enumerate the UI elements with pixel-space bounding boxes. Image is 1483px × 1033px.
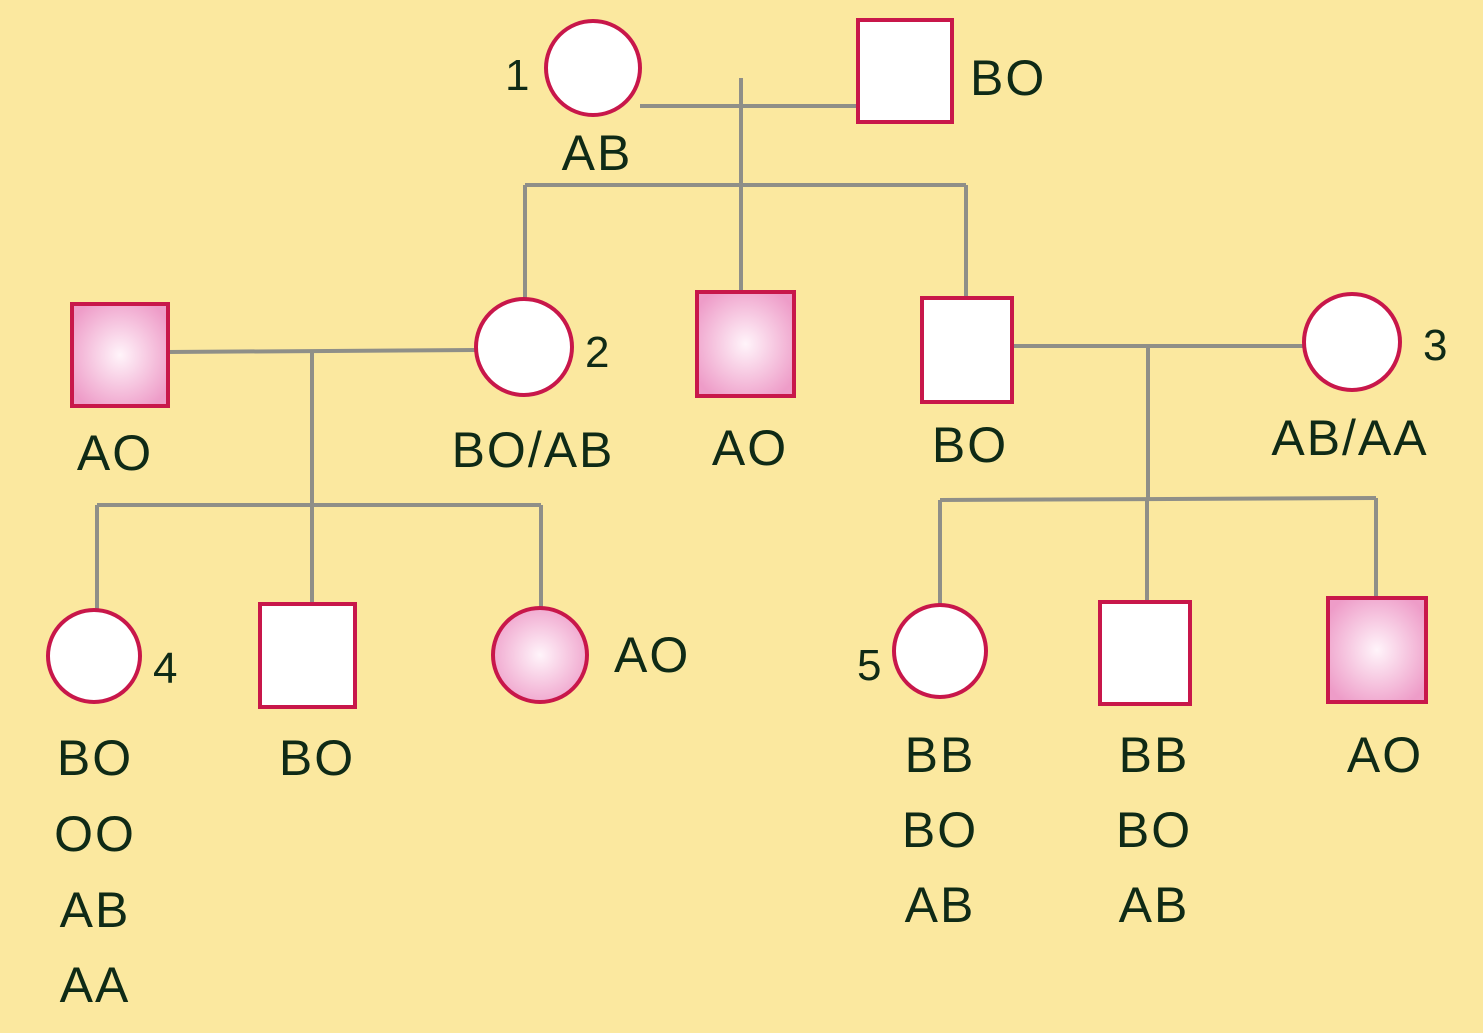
individual-number: 1 [505, 51, 531, 100]
genotype-label: BO [279, 730, 355, 786]
genotype-label: AA [60, 957, 131, 1013]
male-affected [1326, 596, 1428, 704]
male-unaffected [1098, 600, 1192, 706]
genotype-label: OO [54, 806, 136, 862]
female-unaffected-4 [46, 608, 142, 704]
genotype-label: BO/AB [452, 422, 615, 478]
genotype-label: AB [562, 125, 633, 181]
sibship-line-right [939, 496, 1377, 502]
genotype-label: AB/AA [1271, 410, 1428, 466]
male-affected [70, 302, 170, 408]
genotype-label: AO [77, 425, 153, 481]
female-affected [491, 606, 589, 704]
marriage-line-left [167, 348, 477, 354]
genotype-label: BO [1116, 802, 1192, 858]
female-unaffected-5 [892, 603, 988, 699]
genotype-label: AO [614, 627, 690, 683]
genotype-label: AO [1347, 727, 1423, 783]
genotype-label: BO [932, 417, 1008, 473]
male-unaffected-gen1 [856, 18, 954, 124]
genotype-label: AB [905, 877, 976, 933]
genotype-label: BO [902, 802, 978, 858]
genotype-label: BB [905, 727, 976, 783]
female-unaffected-3 [1302, 292, 1402, 392]
genotype-label: BB [1119, 727, 1190, 783]
genotype-label: BO [970, 50, 1046, 106]
female-unaffected-2 [474, 297, 574, 397]
connector-lines [95, 78, 1378, 610]
individual-number: 3 [1423, 321, 1449, 370]
genotype-label: BO [57, 730, 133, 786]
genotype-label: AB [1119, 877, 1190, 933]
female-unaffected-1 [544, 19, 642, 117]
individual-number: 4 [153, 644, 179, 693]
genotype-label: AB [60, 882, 131, 938]
individual-number: 5 [857, 641, 883, 690]
individual-number: 2 [585, 328, 611, 377]
male-unaffected [258, 602, 357, 709]
genotype-label: AO [712, 420, 788, 476]
male-affected [695, 290, 796, 398]
male-unaffected [920, 296, 1014, 404]
